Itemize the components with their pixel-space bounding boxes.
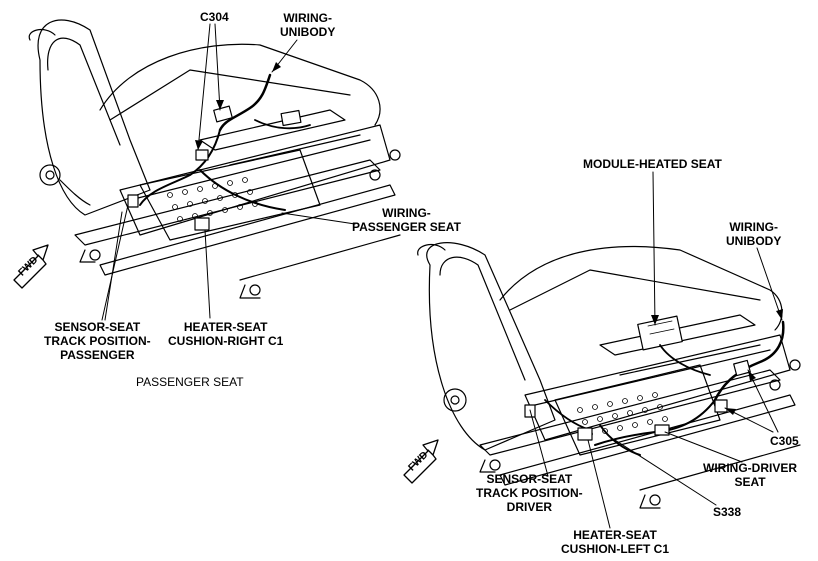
label-wiring-unibody-right: WIRING- UNIBODY: [726, 220, 782, 248]
label-wiring-driver-seat: WIRING-DRIVER SEAT: [703, 461, 797, 489]
caption-passenger-seat: PASSENGER SEAT: [136, 375, 244, 389]
passenger-leader-lines: [101, 23, 356, 321]
fwd-arrow-top: [13, 244, 49, 289]
label-c304: C304: [200, 10, 229, 24]
label-c305: C305: [770, 434, 799, 448]
label-heater-seat-cushion-left: HEATER-SEAT CUSHION-LEFT C1: [561, 528, 669, 556]
fwd-arrow-bottom: [403, 439, 439, 484]
label-wiring-passenger-seat: WIRING- PASSENGER SEAT: [352, 206, 461, 234]
label-sensor-seat-track-position-passenger: SENSOR-SEAT TRACK POSITION- PASSENGER: [44, 320, 151, 362]
passenger-seat-illustration: [28, 19, 401, 299]
label-sensor-seat-track-position-driver: SENSOR-SEAT TRACK POSITION- DRIVER: [476, 472, 583, 514]
label-heater-seat-cushion-right: HEATER-SEAT CUSHION-RIGHT C1: [168, 320, 284, 348]
label-module-heated-seat: MODULE-HEATED SEAT: [583, 157, 722, 171]
label-wiring-unibody-top: WIRING- UNIBODY: [280, 11, 336, 39]
label-s338: S338: [713, 505, 742, 519]
driver-seat-illustration: [417, 242, 801, 509]
